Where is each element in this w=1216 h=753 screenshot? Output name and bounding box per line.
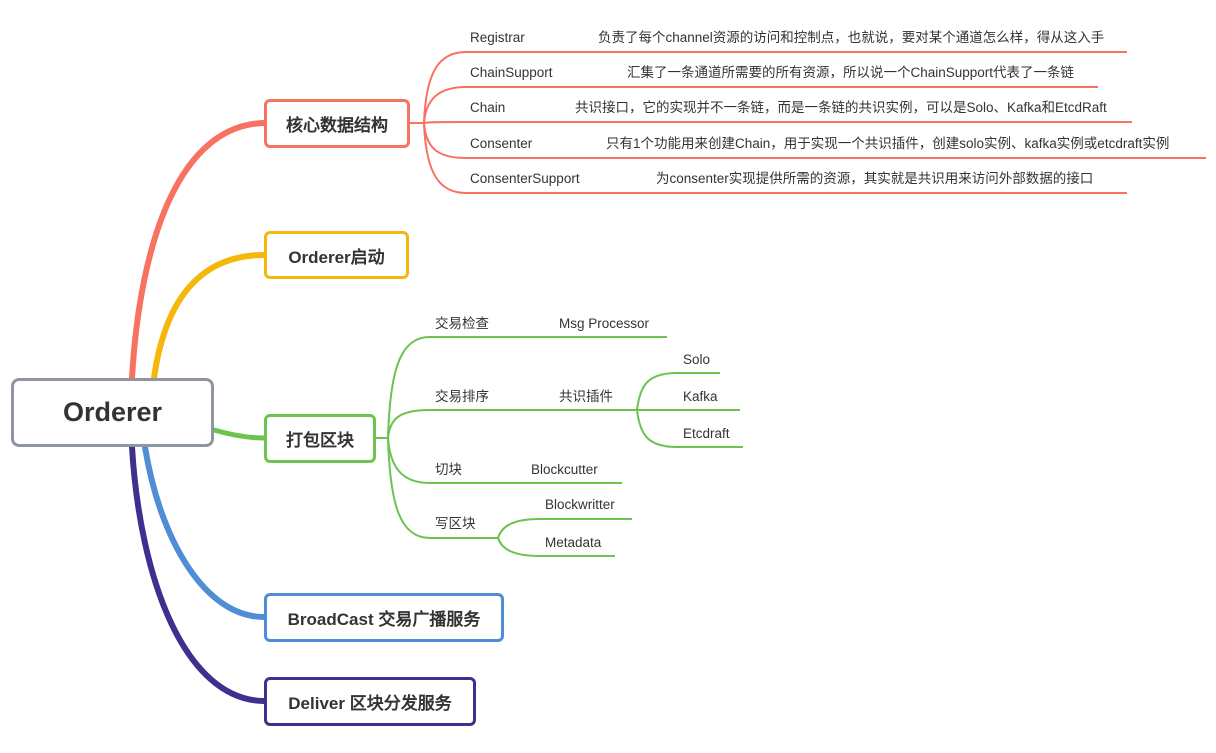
pack-check-label[interactable]: 交易检查 (435, 316, 489, 331)
pack-sort-label[interactable]: 交易排序 (435, 389, 489, 404)
core-item-chain-name[interactable]: Chain (470, 100, 506, 115)
root-node[interactable]: Orderer (11, 378, 214, 447)
branch-core-node[interactable]: 核心数据结构 (264, 99, 410, 148)
connector-root-startup (151, 252, 267, 381)
core-item-chainsupport-name[interactable]: ChainSupport (470, 65, 553, 80)
core-item-registrar-name[interactable]: Registrar (470, 30, 525, 45)
core-item-consenter-name[interactable]: Consenter (470, 136, 533, 151)
core-item-consentersupport-desc[interactable]: 为consenter实现提供所需的资源，其实就是共识用来访问外部数据的接口 (656, 171, 1094, 186)
core-item-chainsupport-desc[interactable]: 汇集了一条通道所需要的所有资源，所以说一个ChainSupport代表了一条链 (627, 65, 1075, 80)
pack-cut-label[interactable]: 切块 (435, 462, 462, 477)
plugin-solo[interactable]: Solo (683, 352, 711, 367)
write-child-metadata[interactable]: Metadata (545, 535, 602, 550)
root-label: Orderer (62, 397, 163, 427)
branch-broadcast-node[interactable]: BroadCast 交易广播服务 (264, 593, 504, 642)
branch-startup-label: Orderer启动 (288, 247, 385, 267)
connector-root-deliver (129, 444, 267, 704)
pack-check-child[interactable]: Msg Processor (559, 316, 650, 331)
branch-deliver-label: Deliver 区块分发服务 (288, 694, 452, 713)
core-item-registrar-desc[interactable]: 负责了每个channel资源的访问和控制点，也就说，要对某个通道怎么样，得从这入… (598, 30, 1105, 45)
branch-deliver-node[interactable]: Deliver 区块分发服务 (264, 677, 476, 726)
branch-pack-node[interactable]: 打包区块 (264, 414, 376, 463)
branch-broadcast-label: BroadCast 交易广播服务 (287, 610, 481, 629)
core-item-consentersupport-name[interactable]: ConsenterSupport (470, 171, 580, 186)
connector-root-broadcast (142, 444, 267, 620)
connector-root-core (129, 120, 267, 381)
plugin-kafka[interactable]: Kafka (683, 389, 718, 404)
core-item-consenter-desc[interactable]: 只有1个功能用来创建Chain，用于实现一个共识插件，创建solo实例、kafk… (606, 136, 1170, 151)
write-child-blockwritter[interactable]: Blockwritter (545, 497, 615, 512)
plugin-etcdraft[interactable]: Etcdraft (683, 426, 730, 441)
branch-pack-label: 打包区块 (286, 431, 354, 450)
pack-sort-child[interactable]: 共识插件 (559, 389, 613, 404)
connector-root-pack (211, 427, 267, 441)
core-item-chain-desc[interactable]: 共识接口，它的实现并不一条链，而是一条链的共识实例，可以是Solo、Kafka和… (575, 100, 1107, 115)
pack-cut-child[interactable]: Blockcutter (531, 462, 598, 477)
branch-startup-node[interactable]: Orderer启动 (264, 231, 409, 279)
branch-core-label: 核心数据结构 (286, 116, 388, 135)
pack-write-label[interactable]: 写区块 (435, 516, 476, 531)
